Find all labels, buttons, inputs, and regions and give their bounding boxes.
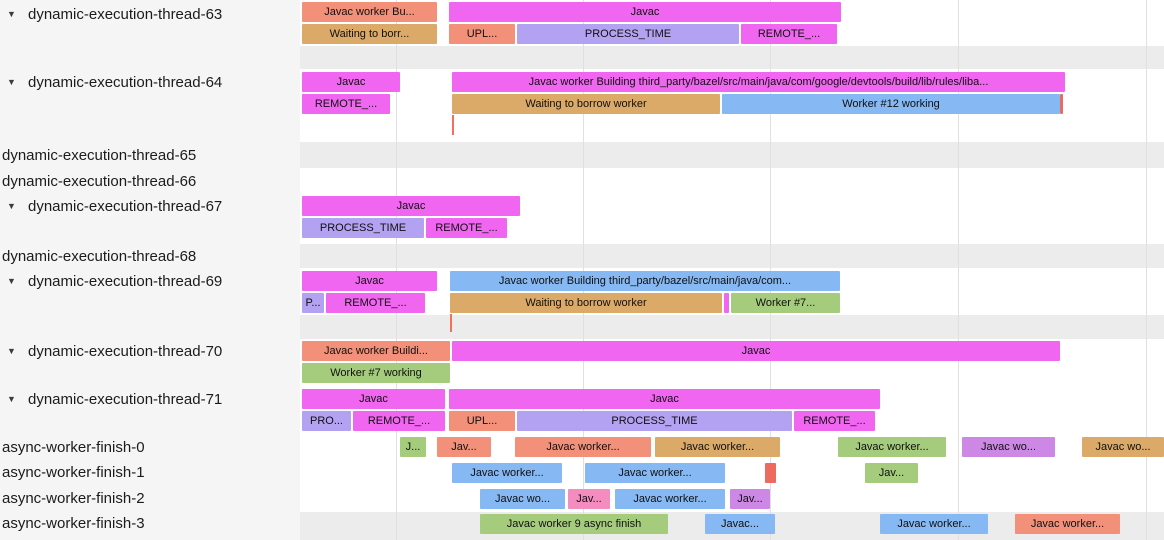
track-label[interactable]: ▼ dynamic-execution-thread-69 [0,268,300,294]
track-name: dynamic-execution-thread-70 [28,342,223,360]
track-name: dynamic-execution-thread-64 [28,73,223,91]
track-label[interactable]: ▼ dynamic-execution-thread-64 [0,69,300,95]
time-gridline [958,0,959,540]
track-label[interactable]: async-worker-finish-0 [0,434,300,460]
trace-event[interactable]: Jav... [730,489,770,509]
track-name: dynamic-execution-thread-69 [28,272,223,290]
track-label[interactable]: ▼ dynamic-execution-thread-67 [0,193,300,219]
trace-event[interactable]: REMOTE_... [353,411,445,431]
trace-event[interactable]: Waiting to borrow worker [450,293,722,313]
trace-event[interactable]: Javac... [705,514,775,534]
trace-event[interactable]: Javac worker... [515,437,651,457]
trace-event[interactable]: Javac worker 9 async finish [480,514,668,534]
trace-event[interactable]: Javac worker... [1015,514,1120,534]
trace-event[interactable]: Javac [452,341,1060,361]
track-label[interactable]: dynamic-execution-thread-68 [0,243,300,269]
trace-event[interactable]: REMOTE_... [302,94,390,114]
trace-event[interactable]: Javac [302,196,520,216]
row-stripe [300,142,1164,168]
trace-event[interactable]: UPL... [449,24,515,44]
track-name: dynamic-execution-thread-66 [2,172,197,190]
trace-event[interactable]: Javac [449,389,880,409]
flow-event-tick[interactable] [450,314,452,332]
trace-event[interactable]: Javac wo... [1082,437,1164,457]
time-gridline [770,0,771,540]
expand-arrow-icon[interactable]: ▼ [7,201,16,211]
trace-event[interactable]: Javac worker Building third_party/bazel/… [450,271,840,291]
time-gridline [1146,0,1147,540]
track-name: dynamic-execution-thread-65 [2,146,197,164]
track-label[interactable]: dynamic-execution-thread-65 [0,142,300,168]
trace-event[interactable]: Javac wo... [962,437,1055,457]
trace-event[interactable] [1060,94,1063,114]
track-name: dynamic-execution-thread-68 [2,247,197,265]
expand-arrow-icon[interactable]: ▼ [7,346,16,356]
track-label[interactable]: dynamic-execution-thread-66 [0,168,300,194]
trace-event[interactable]: Javac worker Buildi... [302,341,450,361]
time-gridline [396,0,397,540]
trace-event[interactable]: Javac worker Building third_party/bazel/… [452,72,1065,92]
track-name: dynamic-execution-thread-63 [28,5,223,23]
trace-event[interactable]: Waiting to borrow worker [452,94,720,114]
trace-event[interactable]: REMOTE_... [326,293,425,313]
trace-event[interactable]: Javac wo... [480,489,565,509]
trace-event[interactable]: Javac worker... [655,437,780,457]
track-name: async-worker-finish-3 [2,514,145,532]
trace-event[interactable]: PRO... [302,411,351,431]
track-label[interactable]: async-worker-finish-3 [0,510,300,536]
trace-event[interactable]: Javac [302,271,437,291]
expand-arrow-icon[interactable]: ▼ [7,77,16,87]
track-label[interactable]: ▼ dynamic-execution-thread-70 [0,338,300,364]
trace-event[interactable]: Jav... [568,489,610,509]
trace-event[interactable]: Jav... [437,437,491,457]
track-label[interactable]: async-worker-finish-1 [0,459,300,485]
row-stripe [300,244,1164,268]
track-label[interactable]: async-worker-finish-2 [0,485,300,511]
trace-event[interactable]: Worker #7 working [302,363,450,383]
trace-event[interactable]: Worker #7... [731,293,840,313]
trace-event[interactable]: REMOTE_... [794,411,875,431]
trace-event[interactable]: Javac [302,389,445,409]
trace-event[interactable]: Javac worker... [585,463,725,483]
flow-event-tick[interactable] [452,115,454,135]
trace-event[interactable] [765,463,776,483]
trace-event[interactable] [724,293,729,313]
trace-event[interactable]: Javac worker... [838,437,946,457]
time-gridline [583,0,584,540]
track-name: async-worker-finish-2 [2,489,145,507]
trace-event[interactable]: Jav... [865,463,918,483]
trace-event[interactable]: Javac [449,2,841,22]
trace-event[interactable]: Worker #12 working [722,94,1060,114]
trace-event[interactable]: REMOTE_... [741,24,837,44]
trace-event[interactable]: J... [400,437,426,457]
trace-event[interactable]: Waiting to borr... [302,24,437,44]
expand-arrow-icon[interactable]: ▼ [7,276,16,286]
track-name: dynamic-execution-thread-71 [28,390,223,408]
trace-event[interactable]: PROCESS_TIME [302,218,424,238]
track-label[interactable]: ▼ dynamic-execution-thread-71 [0,386,300,412]
track-name: async-worker-finish-1 [2,463,145,481]
track-label-panel: ▼ dynamic-execution-thread-63 ▼ dynamic-exe… [0,0,300,540]
trace-event[interactable]: Javac [302,72,400,92]
trace-event[interactable]: Javac worker... [452,463,562,483]
row-stripe [300,46,1164,69]
trace-event[interactable]: PROCESS_TIME [517,411,792,431]
track-name: async-worker-finish-0 [2,438,145,456]
track-label[interactable]: ▼ dynamic-execution-thread-63 [0,1,300,27]
track-name: dynamic-execution-thread-67 [28,197,223,215]
trace-event[interactable]: Javac worker... [615,489,725,509]
trace-event[interactable]: UPL... [449,411,515,431]
trace-event[interactable]: Javac worker... [880,514,988,534]
trace-event[interactable]: Javac worker Bu... [302,2,437,22]
expand-arrow-icon[interactable]: ▼ [7,394,16,404]
trace-event[interactable]: PROCESS_TIME [517,24,739,44]
row-stripe [300,315,1164,339]
trace-event[interactable]: P... [302,293,324,313]
expand-arrow-icon[interactable]: ▼ [7,9,16,19]
trace-event[interactable]: REMOTE_... [426,218,507,238]
